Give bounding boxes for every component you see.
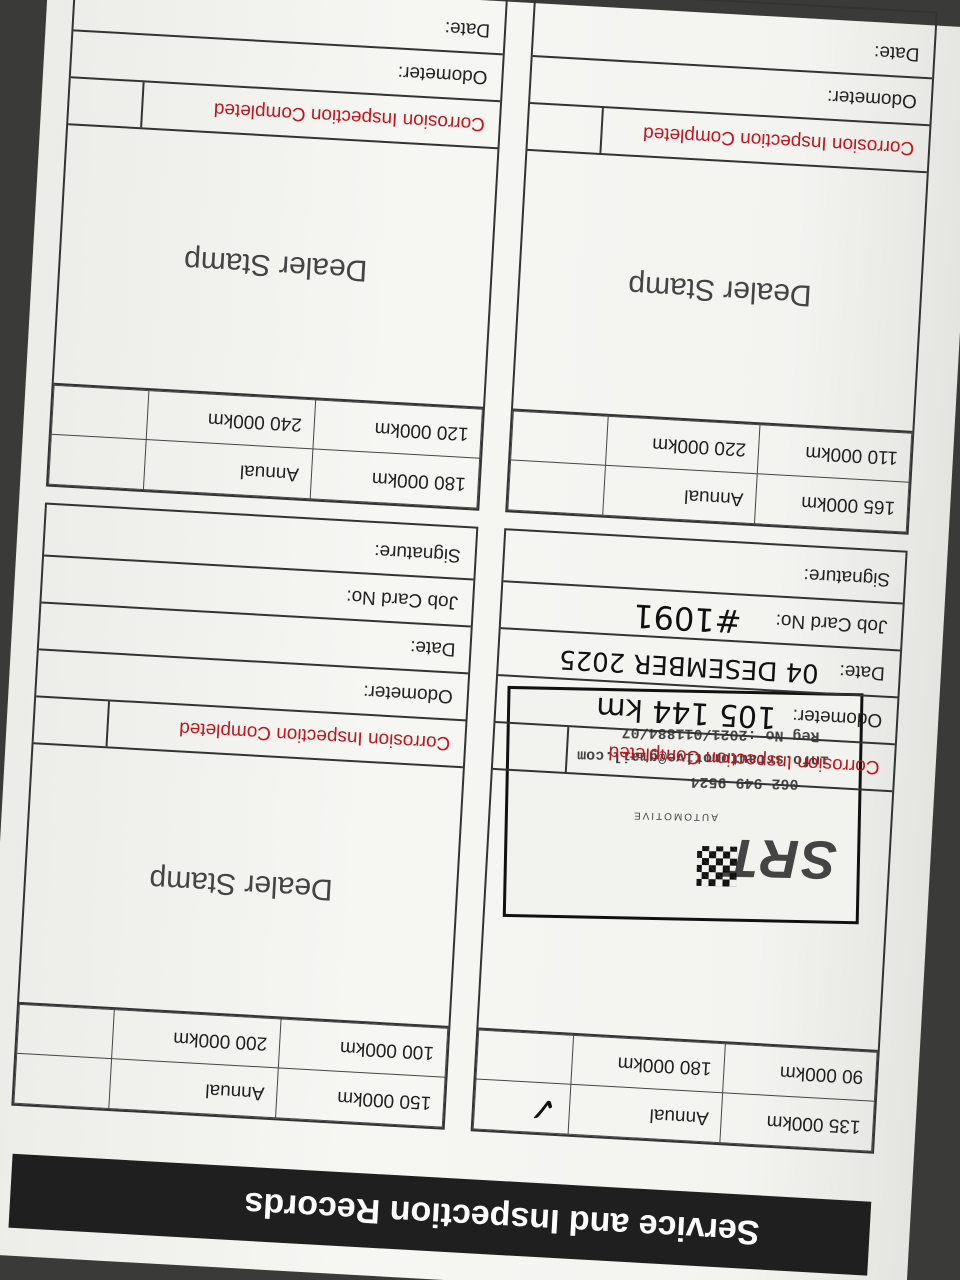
odometer-label: Odometer: [397,62,489,89]
km-cell [13,1053,112,1109]
job-card-label: Job Card No: [345,585,459,614]
job-card-label: Job Card No: [775,609,888,638]
check-cell: ✓ [473,1079,571,1135]
km-cell [475,1030,574,1085]
odometer-label: Odometer: [826,86,918,113]
corrosion-tick-box [527,103,604,154]
corrosion-tick-box [33,697,111,747]
corrosion-label: Corrosion Inspection Completed [642,122,915,159]
km-cell: 200 000km [111,1009,282,1069]
km-cell: 180 000km [310,449,480,509]
km-cell: 100 000km [278,1018,448,1078]
corrosion-label: Corrosion Inspection Completed [607,741,881,778]
km-cell: 220 000km [605,416,760,475]
service-card-2b: 180 000km Annual 120 000km 240 000km Dea… [45,0,509,511]
km-cell: 110 000km [757,424,912,483]
odometer-label: Odometer: [791,705,883,732]
km-cell: 165 000km [754,474,909,533]
page-title: Service and Inspection Records [8,1153,872,1276]
dealer-stamp-box: SRT AUTOMOTIVE 062 949 9524 info.srtauto… [478,685,893,1052]
signature-label: Signature: [802,564,891,591]
km-cell: 150 000km [275,1068,446,1128]
dealer-stamp-box: Dealer Stamp [53,123,498,409]
handwritten-check: ✓ [527,1087,559,1129]
dealer-stamp-box: Dealer Stamp [18,742,463,1028]
corrosion-label: Corrosion Inspection Completed [213,98,486,135]
date-label: Date: [838,660,886,685]
handwritten-job-card: #1091 [632,596,743,641]
km-cell [51,385,149,441]
srt-logo: SRT [723,827,838,890]
checkered-flag-icon [696,845,738,887]
corrosion-label: Corrosion Inspection Completed [178,717,451,754]
corrosion-tick-box [492,722,570,773]
service-card-1a: 135 000km Annual ✓ 90 000km 180 000km SR… [470,528,908,1154]
corrosion-tick-box [68,78,145,128]
km-cell [507,460,606,516]
date-label: Date: [444,17,491,42]
date-label: Date: [409,636,457,661]
date-label: Date: [873,41,920,66]
service-card-1b: 150 000km Annual 100 000km 200 000km Dea… [11,502,479,1130]
km-cell [510,411,609,466]
km-cell: 135 000km [719,1093,875,1152]
odometer-label: Odometer: [362,681,454,708]
km-cell: 90 000km [722,1043,878,1102]
km-cell [16,1004,115,1060]
km-cell: Annual [108,1059,279,1118]
km-cell: Annual [568,1084,723,1143]
km-cell: 120 000km [312,399,483,459]
handwritten-date: 04 DESEMBER 2025 [558,643,820,688]
km-cell: 240 000km [146,390,316,450]
handwritten-odometer: 105 144 km [595,689,778,735]
km-cell [48,434,147,490]
dealer-stamp-box: Dealer Stamp [512,148,927,433]
service-card-2a: 165 000km Annual 110 000km 220 000km Dea… [505,0,938,535]
km-cell: 180 000km [570,1035,726,1094]
srt-sub: AUTOMOTIVE [631,809,719,823]
km-cell: Annual [143,440,313,499]
signature-label: Signature: [373,540,462,567]
km-cell: Annual [602,465,758,524]
